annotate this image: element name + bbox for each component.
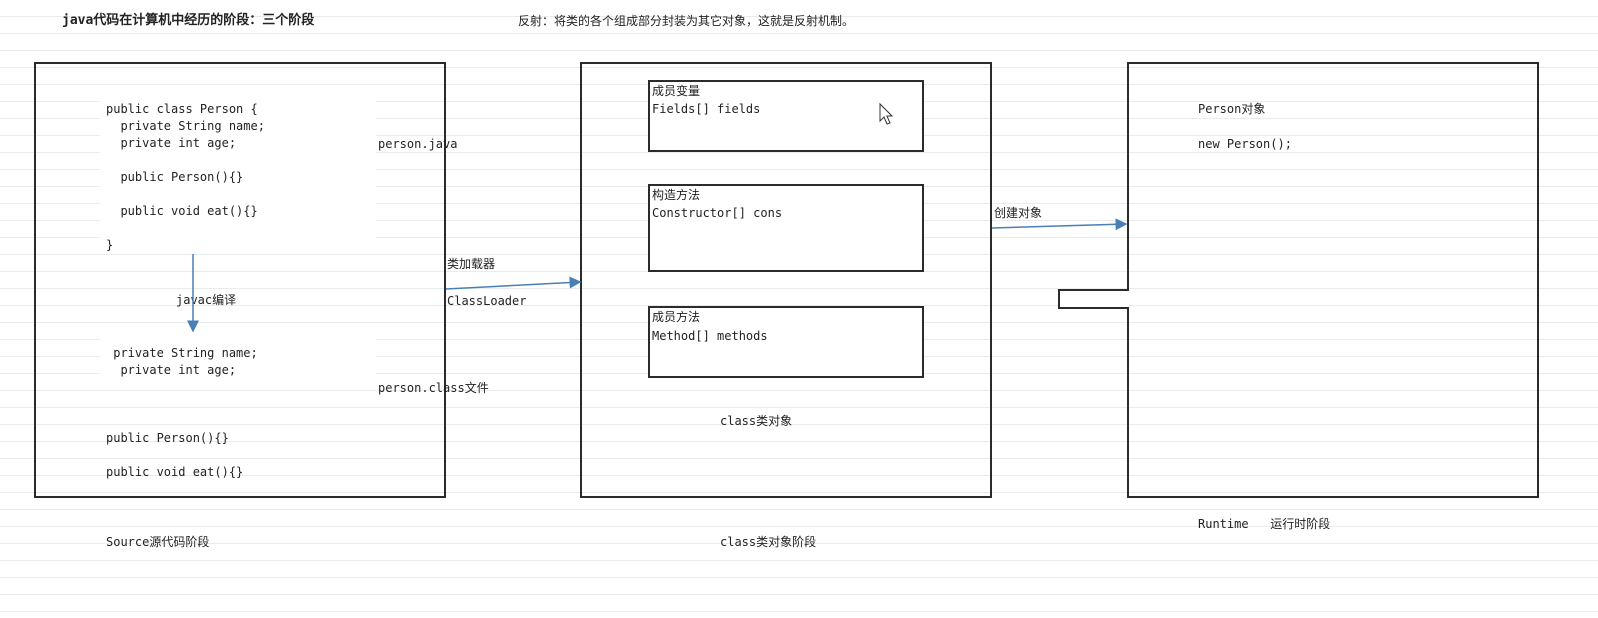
source-stage-label: Source源代码阶段 [106,535,210,549]
fields-box [648,80,924,152]
fields-code: Fields[] fields [652,102,761,116]
code-line: public Person(){} [106,170,244,184]
create-object-label: 创建对象 [994,206,1043,220]
code-line: private int age; [106,136,237,150]
constructors-box [648,184,924,272]
code-line: private String name; [106,119,265,133]
methods-title: 成员方法 [652,310,701,324]
class-file-label: person.class文件 [378,381,489,395]
class-stage-label: class类对象阶段 [720,535,817,549]
class-loader-arrow [445,276,582,290]
code-line: } [106,238,114,252]
methods-box [648,306,924,378]
create-object-arrow [991,218,1128,231]
new-person-expr: new Person(); [1198,137,1292,151]
small-rect [1058,289,1129,309]
person-object-label: Person对象 [1198,102,1266,116]
compiled-fields-panel [100,338,376,380]
fields-title: 成员变量 [652,84,701,98]
class-loader-label-en: ClassLoader [447,294,527,308]
code-line: public void eat(){} [106,204,258,218]
runtime-stage-box [1127,62,1539,498]
compiled-line: private String name; [106,346,258,360]
source-stage-box [34,62,446,498]
class-object-label: class类对象 [720,414,793,428]
methods-code: Method[] methods [652,329,768,343]
constructors-title: 构造方法 [652,188,701,202]
class-loader-label-cn: 类加载器 [447,257,496,271]
source-code-panel [100,96,376,252]
compiled-line: private int age; [106,363,237,377]
code-line: public class Person { [106,102,258,116]
page-title: java代码在计算机中经历的阶段：三个阶段 [62,13,315,28]
java-file-label: person.java [378,137,458,151]
compiled-method: public Person(){} [106,431,229,445]
javac-compile-label: javac编译 [176,293,237,307]
compiled-method: public void eat(){} [106,465,244,479]
reflection-note: 反射：将类的各个组成部分封装为其它对象，这就是反射机制。 [518,14,855,28]
constructors-code: Constructor[] cons [652,206,783,220]
runtime-stage-label: Runtime 运行时阶段 [1198,517,1331,531]
